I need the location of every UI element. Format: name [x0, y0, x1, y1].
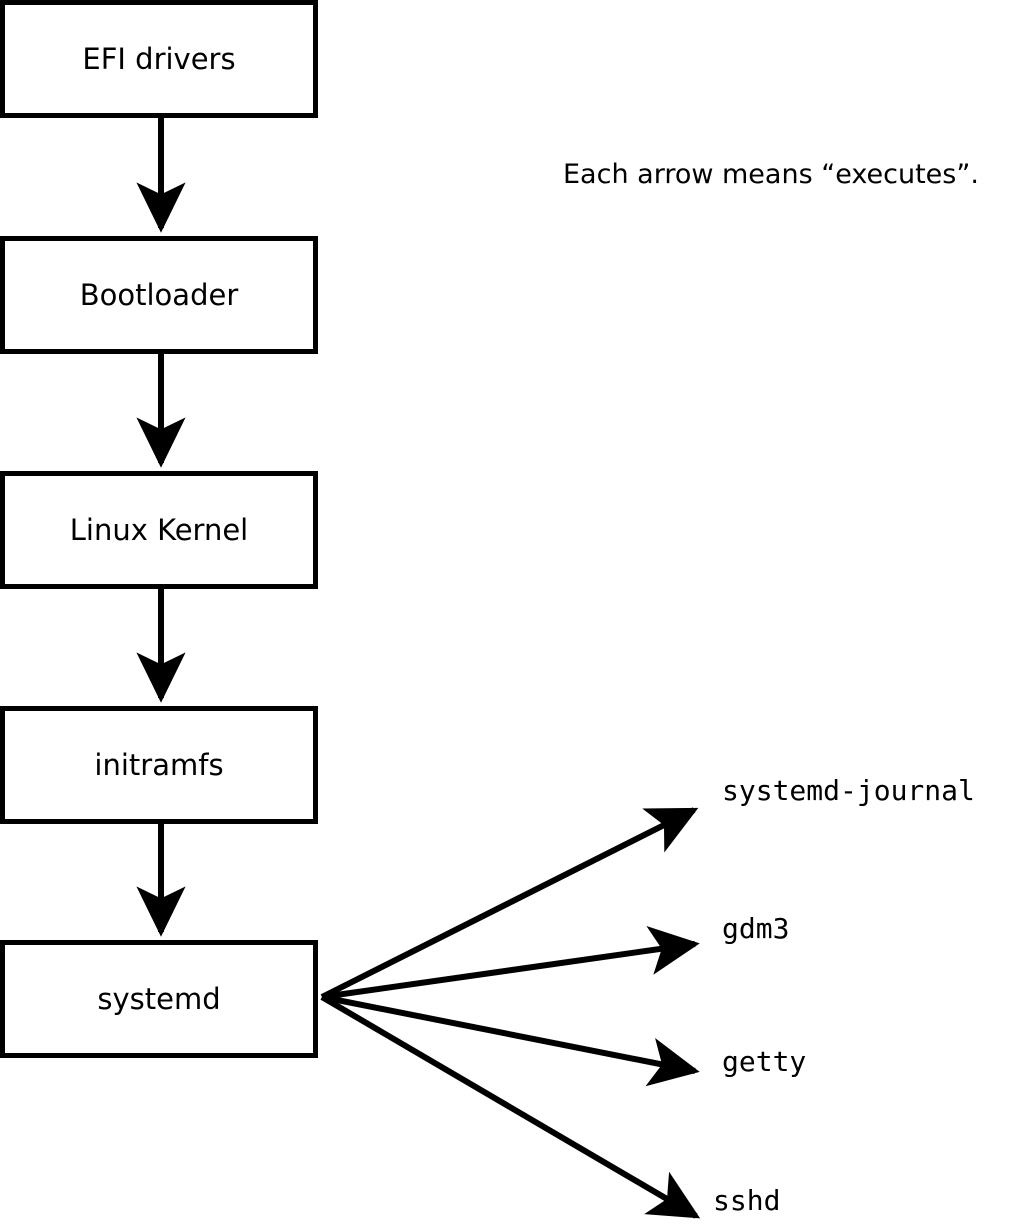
- stage-box-systemd: systemd: [0, 940, 318, 1058]
- arrow-systemd-to-gdm3: [321, 926, 700, 1000]
- stage-label-initramfs: initramfs: [94, 747, 224, 782]
- arrow-systemd-to-getty: [321, 994, 700, 1087]
- service-label-systemd-journal: systemd-journal: [722, 774, 975, 807]
- arrow-systemd-to-systemd-journal: [320, 807, 699, 1000]
- service-label-sshd: sshd: [713, 1184, 781, 1217]
- stage-box-initramfs: initramfs: [0, 706, 318, 824]
- stage-label-bootloader: Bootloader: [79, 277, 239, 312]
- stage-label-linux-kernel: Linux Kernel: [69, 512, 249, 547]
- stage-label-systemd: systemd: [97, 981, 221, 1016]
- stage-box-bootloader: Bootloader: [0, 236, 318, 354]
- stage-box-linux-kernel: Linux Kernel: [0, 471, 318, 589]
- legend-note: Each arrow means “executes”.: [563, 159, 979, 190]
- arrow-systemd-to-sshd: [320, 994, 701, 1219]
- stage-box-efi-drivers: EFI drivers: [0, 0, 318, 118]
- stage-label-efi-drivers: EFI drivers: [82, 41, 236, 76]
- service-label-getty: getty: [722, 1045, 807, 1078]
- service-label-gdm3: gdm3: [722, 912, 790, 945]
